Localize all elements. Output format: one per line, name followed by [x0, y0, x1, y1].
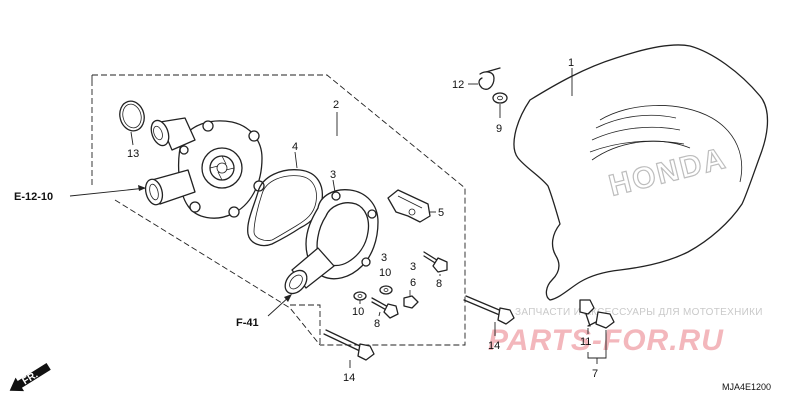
callout-2: 2 — [333, 99, 339, 111]
callout-14-right: 14 — [488, 340, 500, 352]
bolt-8-upper — [423, 251, 448, 273]
gasket-4 — [247, 169, 324, 247]
callout-6: 6 — [410, 277, 416, 289]
callout-10-upper: 10 — [379, 267, 391, 279]
callout-12: 12 — [452, 79, 464, 91]
callout-14-left: 14 — [343, 372, 355, 384]
callout-1: 1 — [568, 57, 574, 69]
callout-3-right: 3 — [410, 261, 416, 273]
cover-1: HONDA — [513, 44, 769, 301]
washer-9 — [492, 92, 508, 104]
long-bolt-14-right — [463, 295, 515, 325]
callout-8-right: 8 — [436, 278, 442, 290]
water-pump-cover-3 — [284, 189, 379, 295]
callout-3-mid: 3 — [381, 252, 387, 264]
callout-13: 13 — [127, 148, 139, 160]
callout-11: 11 — [580, 336, 591, 348]
callout-8-lower: 8 — [374, 318, 380, 330]
o-ring-13 — [119, 100, 145, 132]
callout-7: 7 — [592, 368, 598, 380]
bolt-6 — [403, 290, 419, 309]
callout-9: 9 — [496, 123, 502, 135]
water-pump-assembly — [144, 117, 265, 219]
front-direction-arrow: FR. — [9, 362, 51, 392]
assembly-outline — [91, 74, 466, 346]
bolt-11-b — [587, 311, 615, 329]
clip-12 — [478, 67, 501, 90]
callout-5: 5 — [438, 207, 444, 219]
clamp-bracket-5 — [387, 189, 431, 223]
callout-10-lower: 10 — [352, 306, 364, 318]
watermark-line1: ЗАПЧАСТИ И АКСЕССУАРЫ ДЛЯ МОТОТЕХНИКИ — [515, 307, 763, 318]
callout-3-top: 3 — [330, 169, 336, 181]
bolt-8-lower — [371, 297, 399, 319]
bolt-11-a — [579, 299, 595, 327]
washer-10-lower — [353, 291, 367, 301]
long-bolt-14-left — [323, 329, 375, 361]
reference-e-12-10: E-12-10 — [14, 191, 53, 203]
diagram-code: MJA4E1200 — [722, 382, 771, 392]
reference-f-41: F-41 — [236, 317, 259, 329]
callout-4: 4 — [292, 141, 298, 153]
washer-10-upper — [379, 285, 393, 295]
